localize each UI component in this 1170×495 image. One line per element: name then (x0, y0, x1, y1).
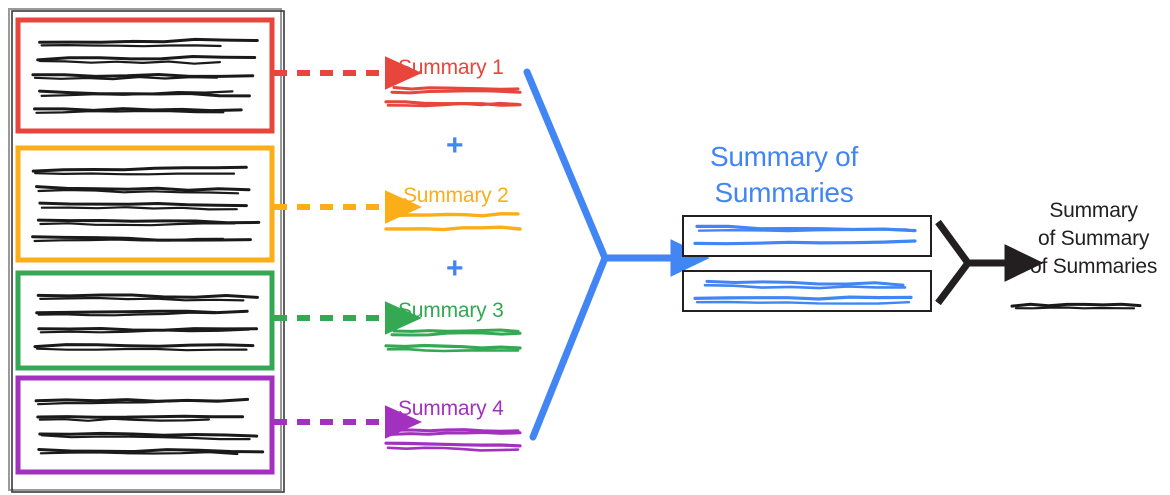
sos-box-1 (682, 215, 932, 257)
label-summary-2: Summary 2 (403, 184, 509, 207)
plus-sign-1: + (446, 129, 464, 162)
chunk-box-purple (15, 375, 275, 475)
document-text-line (33, 75, 219, 81)
document-text-line (33, 343, 255, 349)
summary-line (384, 441, 522, 448)
chunk-box-orange (15, 145, 275, 263)
final-summary-underline (1010, 302, 1142, 310)
document-text-line (34, 172, 236, 176)
chunk-border (15, 17, 275, 134)
document-text-line (33, 107, 243, 113)
document-text-line (40, 206, 238, 211)
blue-merge-arrow (523, 68, 710, 441)
summary-squiggle-red (384, 86, 522, 108)
sos-box-2 (682, 270, 932, 312)
document-text-line (37, 448, 265, 454)
source-document-frame (8, 8, 285, 493)
sos-line (705, 279, 905, 287)
final-underline-line (1014, 306, 1136, 310)
summary-squiggle-purple (384, 428, 522, 452)
summary-line (390, 331, 522, 337)
document-text-line (38, 417, 210, 422)
document-text-line (31, 72, 255, 78)
summary-squiggle-orange (384, 212, 522, 232)
final-summary-title: Summary of Summary of Summaries (1030, 197, 1157, 281)
document-text-line (35, 185, 251, 192)
chunk-box-green (15, 270, 275, 371)
document-text-line (36, 293, 259, 299)
chunk-border (15, 145, 275, 263)
document-text-line (38, 201, 248, 208)
document-text-line (33, 237, 225, 243)
document-text-line (38, 431, 259, 438)
label-summary-3: Summary 3 (398, 299, 504, 322)
summary-squiggle-green (384, 328, 522, 353)
document-text-line (38, 59, 221, 65)
summary-line (386, 446, 520, 452)
document-text-line (35, 347, 248, 352)
document-text-line (36, 414, 245, 419)
sos-line (703, 283, 907, 290)
final-title-line-3: of Summaries (1030, 254, 1158, 278)
summary-line (386, 101, 520, 108)
sos-title-line-2: Summaries (714, 176, 854, 208)
summary-line (392, 86, 520, 91)
black-merge-arrow (935, 219, 1044, 306)
plus-sign-2: + (446, 252, 464, 285)
sos-line (693, 295, 913, 301)
document-text-line (36, 54, 257, 62)
sos-line (697, 228, 909, 233)
summary-line (384, 225, 522, 232)
final-underline-line (1010, 302, 1142, 308)
document-text-line (39, 222, 236, 227)
dashed-arrow-group (274, 56, 422, 439)
summary-line (386, 347, 520, 353)
document-text-line (39, 328, 251, 334)
document-text-line (37, 311, 217, 317)
summary-line (390, 89, 522, 95)
document-text-line (35, 109, 225, 114)
final-title-line-2: of Summary (1037, 226, 1150, 250)
document-text-line (39, 450, 239, 456)
summary-squiggle-group (384, 86, 522, 452)
document-text-line (37, 399, 227, 406)
document-chunk-boxes (15, 17, 275, 475)
document-text-line (37, 188, 240, 195)
final-title-line-1: Summary (1049, 199, 1138, 222)
chunk-box-red (15, 17, 275, 134)
chunk-border (15, 270, 275, 371)
document-text-line (31, 165, 248, 173)
chunk-border (15, 375, 275, 475)
summary-of-summaries-title: Summary of Summaries (710, 139, 858, 211)
summary-line (390, 430, 522, 436)
label-summary-4: Summary 4 (398, 397, 504, 420)
document-text-line (40, 90, 234, 97)
sos-line (695, 300, 911, 305)
sos-box-border (682, 215, 932, 257)
summary-of-summaries-boxes (682, 215, 932, 312)
summary-line (392, 428, 520, 433)
sos-title-line-1: Summary of (710, 141, 858, 172)
document-text-line (40, 43, 222, 48)
summary-line (392, 328, 520, 333)
document-text-line (38, 37, 259, 44)
document-text-line (39, 296, 245, 302)
summary-line (384, 343, 522, 350)
summary-line (392, 212, 520, 218)
sos-line (693, 239, 917, 246)
document-text-line (40, 434, 251, 441)
sos-box-border (682, 270, 932, 312)
label-summary-1: Summary 1 (398, 56, 504, 79)
